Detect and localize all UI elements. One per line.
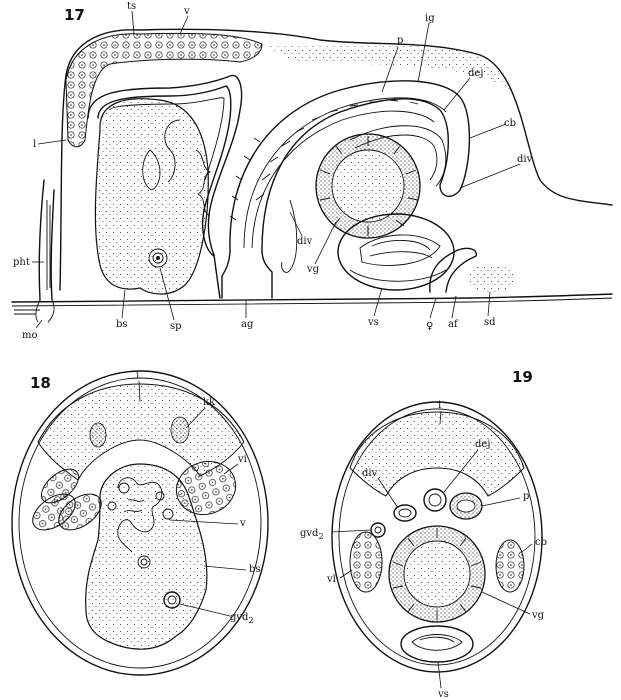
figure-17-labels: ts v ig p dej cb div l pht mo bs sp ag	[13, 1, 533, 341]
female-canal	[429, 247, 477, 293]
label-sd: sd	[484, 317, 496, 328]
label-19-gvd: gvd2	[300, 528, 324, 541]
label-div-left: div	[297, 236, 313, 247]
label-l: l	[33, 139, 36, 150]
label-19-vs: vs	[437, 689, 449, 700]
label-18-vi: vi	[237, 454, 247, 465]
label-v: v	[183, 6, 190, 17]
label-18-gvd: gvd2	[230, 612, 254, 625]
label-19-cb: cb	[535, 537, 547, 548]
label-19-p: p	[523, 491, 529, 502]
label-18-kk: kk	[203, 397, 216, 408]
label-pht: pht	[13, 257, 30, 268]
label-div-right: div	[517, 154, 533, 165]
figure-19-vitellaria	[349, 531, 525, 593]
label-19-vi: vl	[326, 574, 336, 585]
figure-19-body-outline	[331, 401, 543, 673]
vas-deferens	[87, 74, 243, 256]
label-vg: vg	[306, 264, 320, 275]
label-sp: sp	[170, 321, 182, 332]
figure-19-labels: i dej div p gvd2 cb vl vg vs	[300, 400, 547, 700]
figure-19-diverticulum	[393, 504, 417, 522]
figure-19-intestine	[349, 411, 525, 497]
penis-bulb-outer	[229, 80, 471, 251]
figure-18-vas-deferens	[117, 477, 163, 553]
testis-follicles	[65, 32, 263, 148]
label-19-div: div	[362, 468, 378, 479]
bursa	[94, 98, 209, 295]
label-18-v: v	[239, 518, 246, 529]
body-wall-line	[11, 293, 613, 303]
label-vs: vs	[367, 317, 379, 328]
figure-17: 17	[11, 1, 613, 341]
label-18-i: i	[136, 370, 139, 381]
label-ig: ig	[425, 13, 435, 24]
label-dej: dej	[468, 68, 483, 79]
figure-18-vitellaria	[32, 461, 237, 531]
label-18-bs: bs	[249, 564, 261, 575]
label-ag: ag	[241, 319, 254, 330]
figure-18-number: 18	[30, 374, 51, 392]
figure-17-number: 17	[64, 6, 85, 24]
label-cb: cb	[504, 118, 516, 129]
figure-19-vesicle	[400, 625, 474, 663]
label-19-dej: dej	[475, 439, 490, 450]
label-mo: mo	[22, 330, 38, 341]
figure-18-body-outline	[11, 370, 269, 676]
dorsal-outline	[59, 28, 613, 291]
figure-19: 19 i dej div	[300, 368, 547, 700]
label-ts: ts	[127, 1, 136, 12]
figure-18-labels: i kk vi v bs gvd2	[136, 370, 261, 625]
figure-19-ejaculatory-duct	[423, 488, 447, 512]
label-bs: bs	[116, 319, 128, 330]
pharynx	[38, 179, 55, 301]
label-19-i: i	[438, 400, 441, 411]
label-19-vg: vg	[531, 610, 545, 621]
figure-19-number: 19	[512, 368, 533, 386]
label-female: ♀	[426, 321, 433, 332]
label-p: p	[397, 35, 403, 46]
figure-18: 18 i kk vi	[11, 370, 269, 676]
label-af: af	[448, 319, 459, 330]
